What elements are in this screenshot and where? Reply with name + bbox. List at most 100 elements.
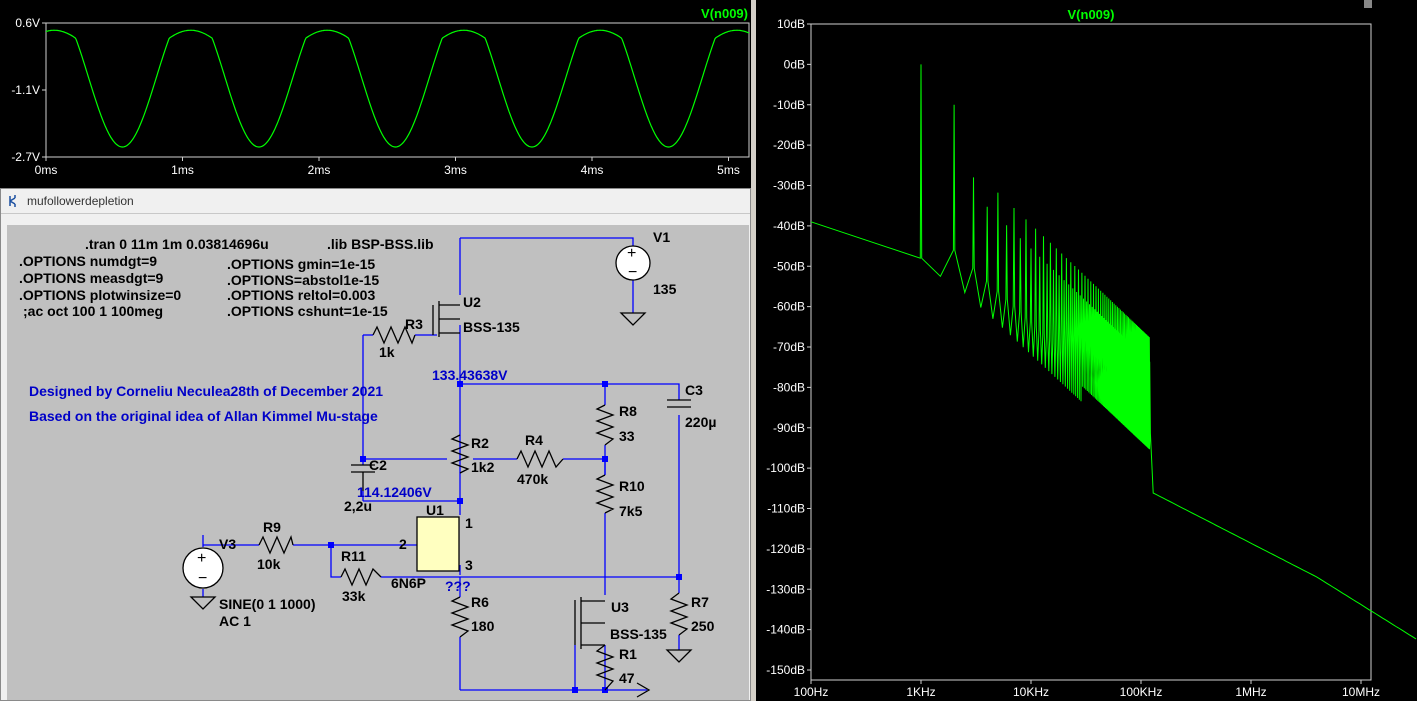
directive-reltol[interactable]: .OPTIONS reltol=0.003 bbox=[227, 287, 375, 303]
schematic-title-bar[interactable]: mufollowerdepletion bbox=[1, 189, 750, 214]
fft-y-tick-label: -130dB bbox=[766, 582, 805, 596]
R8-value[interactable]: 33 bbox=[619, 428, 635, 444]
R8-name[interactable]: R8 bbox=[619, 403, 637, 419]
U3-value[interactable]: BSS-135 bbox=[610, 626, 667, 642]
svg-text:+: + bbox=[627, 245, 636, 262]
waveform-y-tick-label: -1.1V bbox=[11, 83, 40, 97]
fft-trace[interactable] bbox=[810, 64, 1417, 640]
svg-text:−: − bbox=[628, 264, 637, 281]
waveform-trace-name[interactable]: V(n009) bbox=[701, 6, 748, 21]
V3-value[interactable]: SINE(0 1 1000) bbox=[219, 596, 316, 612]
R3-name[interactable]: R3 bbox=[405, 316, 423, 332]
svg-text:+: + bbox=[197, 550, 206, 567]
R1-symbol[interactable] bbox=[595, 644, 615, 691]
V3-ac[interactable]: AC 1 bbox=[219, 613, 251, 629]
R4-value[interactable]: 470k bbox=[517, 471, 548, 487]
directive-numdgt[interactable]: .OPTIONS numdgt=9 bbox=[19, 253, 157, 269]
R11-symbol[interactable] bbox=[340, 567, 382, 587]
R4-name[interactable]: R4 bbox=[525, 432, 543, 448]
waveform-y-axis: 0.6V -1.1V -2.7V bbox=[11, 16, 46, 164]
R2-name[interactable]: R2 bbox=[471, 435, 489, 451]
C2-name[interactable]: C2 bbox=[369, 457, 387, 473]
C2-symbol[interactable] bbox=[351, 464, 375, 491]
node-voltage-mid[interactable]: 114.12406V bbox=[357, 484, 432, 500]
directive-cshunt[interactable]: .OPTIONS cshunt=1e-15 bbox=[227, 303, 388, 319]
U2-symbol[interactable] bbox=[432, 301, 460, 337]
R10-name[interactable]: R10 bbox=[619, 478, 645, 494]
fft-corner-handle[interactable] bbox=[1364, 0, 1372, 8]
credit-line-2[interactable]: Based on the original idea of Allan Kimm… bbox=[29, 408, 378, 424]
directive-abstol[interactable]: .OPTIONS=abstol1e-15 bbox=[227, 272, 379, 288]
R9-name[interactable]: R9 bbox=[263, 519, 281, 535]
schematic-drawing[interactable]: + − + − .tran 0 11m 1m 0.03814696u .OPTI… bbox=[7, 225, 749, 701]
directive-ac[interactable]: ;ac oct 100 1 100meg bbox=[23, 303, 163, 319]
R11-name[interactable]: R11 bbox=[341, 548, 366, 564]
U1-pin3[interactable]: 3 bbox=[465, 557, 473, 573]
fft-x-tick-label: 10MHz bbox=[1342, 685, 1380, 699]
schematic-canvas[interactable]: + − + − .tran 0 11m 1m 0.03814696u .OPTI… bbox=[7, 225, 749, 701]
R7-value[interactable]: 250 bbox=[691, 618, 715, 634]
U1-value[interactable]: 6N6P bbox=[391, 575, 426, 591]
fft-y-tick-label: -20dB bbox=[773, 138, 805, 152]
R3-symbol[interactable] bbox=[372, 325, 416, 345]
R10-symbol[interactable] bbox=[595, 474, 615, 514]
R10-value[interactable]: 7k5 bbox=[619, 503, 643, 519]
R6-value[interactable]: 180 bbox=[471, 618, 495, 634]
C2-value[interactable]: 2,2u bbox=[344, 498, 372, 514]
waveform-x-tick-label: 1ms bbox=[171, 163, 194, 177]
R9-symbol[interactable] bbox=[258, 534, 294, 555]
U1-symbol[interactable] bbox=[416, 516, 460, 572]
directive-measdgt[interactable]: .OPTIONS measdgt=9 bbox=[19, 270, 164, 286]
R7-symbol[interactable] bbox=[669, 592, 689, 636]
U1-pin1[interactable]: 1 bbox=[465, 515, 473, 531]
V1-value[interactable]: 135 bbox=[653, 281, 677, 297]
U3-symbol[interactable] bbox=[574, 597, 605, 649]
U1-name[interactable]: U1 bbox=[426, 502, 444, 518]
directive-lib[interactable]: .lib BSP-BSS.lib bbox=[327, 236, 434, 252]
R3-value[interactable]: 1k bbox=[379, 344, 395, 360]
V1-symbol[interactable] bbox=[615, 245, 651, 281]
U2-value[interactable]: BSS-135 bbox=[463, 319, 520, 335]
R2-value[interactable]: 1k2 bbox=[471, 459, 495, 475]
R7-name[interactable]: R7 bbox=[691, 594, 709, 610]
fft-x-tick-label: 100Hz bbox=[794, 685, 829, 699]
R9-value[interactable]: 10k bbox=[257, 556, 281, 572]
V3-symbol[interactable] bbox=[182, 547, 224, 589]
waveform-trace[interactable] bbox=[45, 29, 750, 148]
V1-name[interactable]: V1 bbox=[653, 229, 670, 245]
U3-name[interactable]: U3 bbox=[611, 599, 629, 615]
pane-splitter[interactable] bbox=[751, 0, 756, 701]
R4-symbol[interactable] bbox=[516, 449, 564, 469]
V3-name[interactable]: V3 bbox=[219, 536, 236, 552]
C3-symbol[interactable] bbox=[667, 399, 691, 408]
credit-line-1[interactable]: Designed by Corneliu Neculea28th of Dece… bbox=[29, 383, 383, 399]
R2-symbol[interactable] bbox=[450, 434, 470, 474]
waveform-y-tick-label: -2.7V bbox=[11, 150, 40, 164]
node-voltage-top[interactable]: 133.43638V bbox=[432, 367, 508, 383]
R1-value[interactable]: 47 bbox=[619, 670, 635, 686]
svg-text:−: − bbox=[198, 570, 207, 587]
R8-symbol[interactable] bbox=[595, 404, 615, 446]
C3-name[interactable]: C3 bbox=[685, 382, 703, 398]
U2-name[interactable]: U2 bbox=[463, 294, 481, 310]
C3-value[interactable]: 220µ bbox=[685, 414, 716, 430]
R6-name[interactable]: R6 bbox=[471, 594, 489, 610]
fft-x-tick-label: 1KHz bbox=[906, 685, 935, 699]
source-polarity-marks: + − + − bbox=[197, 245, 637, 587]
directive-gmin[interactable]: .OPTIONS gmin=1e-15 bbox=[227, 256, 375, 272]
waveform-y-tick-label: 0.6V bbox=[15, 16, 40, 30]
directive-plotwinsize[interactable]: .OPTIONS plotwinsize=0 bbox=[19, 287, 181, 303]
directive-tran[interactable]: .tran 0 11m 1m 0.03814696u bbox=[85, 236, 269, 252]
R11-value[interactable]: 33k bbox=[342, 588, 366, 604]
R1-name[interactable]: R1 bbox=[619, 646, 637, 662]
R6-symbol[interactable] bbox=[450, 596, 470, 638]
U1-pin2[interactable]: 2 bbox=[399, 536, 407, 552]
schematic-window[interactable]: mufollowerdepletion bbox=[0, 188, 751, 701]
fft-trace-name[interactable]: V(n009) bbox=[1068, 7, 1115, 22]
fft-plot[interactable]: V(n009) 10dB0dB-10dB-20dB-30dB-40dB-50dB… bbox=[756, 0, 1417, 701]
node-voltage-unknown[interactable]: ??? bbox=[445, 578, 471, 594]
